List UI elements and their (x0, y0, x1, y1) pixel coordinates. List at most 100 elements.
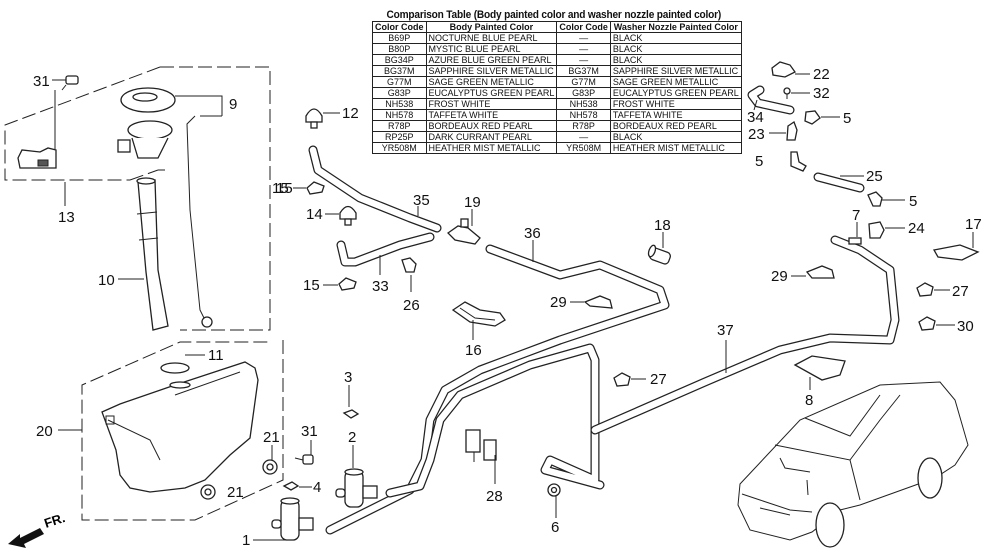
part-5-joint[interactable] (790, 151, 807, 172)
callout-30: 30 (957, 318, 974, 335)
part-4-seal[interactable] (282, 481, 300, 491)
callout-37: 37 (717, 322, 734, 339)
part-12-washer-nozzle[interactable] (305, 108, 323, 129)
cell-nozzle-color-code: — (556, 131, 611, 143)
part-13-bracket[interactable] (17, 147, 57, 169)
hose-inner-loop[interactable] (385, 343, 605, 498)
part-9-cap[interactable] (117, 87, 176, 159)
part-8-pad[interactable] (793, 355, 846, 381)
cell-body-color: DARK CURRANT PEARL (425, 131, 558, 143)
part-24-check-valve[interactable] (868, 221, 885, 239)
part-31-bolt[interactable] (294, 454, 314, 465)
part-29-clip[interactable] (805, 265, 835, 279)
cell-body-color-code: G77M (372, 76, 427, 88)
callout-22: 22 (813, 66, 830, 83)
filler-group-outline (4, 66, 271, 331)
part-20-tank[interactable] (101, 361, 259, 493)
part-15-cap[interactable] (306, 181, 325, 195)
callout-20: 20 (36, 423, 53, 440)
cell-body-color-code: G83P (372, 87, 427, 99)
vehicle-illustration (737, 381, 969, 548)
tank-group-outline (81, 340, 284, 521)
part-29-clip[interactable] (583, 295, 613, 309)
part-22-nozzle[interactable] (771, 61, 796, 78)
callout-17: 17 (965, 216, 982, 233)
cell-body-color-code: BG37M (372, 65, 427, 77)
part-19-joint[interactable] (446, 218, 481, 245)
hose-37[interactable] (590, 235, 900, 435)
cell-body-color-code: BG34P (372, 54, 427, 66)
cell-nozzle-color-code: NH578 (556, 109, 611, 121)
callout-35: 35 (413, 192, 430, 209)
part-6-grommet[interactable] (547, 483, 561, 497)
part-27-clip[interactable] (613, 372, 631, 387)
hose-33[interactable] (336, 232, 435, 267)
callout-16: 16 (465, 342, 482, 359)
part-31-bolt[interactable] (61, 75, 79, 91)
cell-body-color: EUCALYPTUS GREEN PEARL (425, 87, 558, 99)
part-3-seal[interactable] (342, 409, 360, 419)
cell-nozzle-color-code: — (556, 54, 611, 66)
cell-nozzle-color-code: YR508M (556, 142, 611, 154)
cell-body-color-code: B69P (372, 32, 427, 44)
callout-6: 6 (551, 519, 559, 536)
part-5-joint[interactable] (867, 191, 883, 207)
callout-23: 23 (748, 126, 765, 143)
callout-12: 12 (342, 105, 359, 122)
callout-24: 24 (908, 220, 925, 237)
callout-9: 9 (229, 96, 237, 113)
cell-nozzle-color: EUCALYPTUS GREEN PEARL (609, 87, 742, 99)
cell-nozzle-color-code: BG37M (556, 65, 611, 77)
cell-nozzle-color: TAFFETA WHITE (609, 109, 742, 121)
cell-body-color: HEATHER MIST METALLIC (425, 142, 558, 154)
callout-5: 5 (909, 193, 917, 210)
callout-14: 14 (306, 206, 323, 223)
strap (186, 115, 207, 323)
callout-10: 10 (98, 272, 115, 289)
callout-19: 19 (464, 194, 481, 211)
hose-35[interactable] (308, 145, 442, 233)
callout-15: 15 (276, 180, 293, 197)
part-7-joint[interactable] (848, 237, 862, 245)
cell-nozzle-color: HEATHER MIST METALLIC (609, 142, 742, 154)
callout-4: 4 (313, 479, 321, 496)
hose-25[interactable] (813, 172, 865, 193)
part-21-grommet[interactable] (262, 459, 278, 475)
part-10-filler-neck[interactable] (136, 177, 169, 331)
part-15-cap[interactable] (338, 277, 357, 291)
part-27-clip[interactable] (916, 282, 934, 297)
part-18-grommet[interactable] (647, 244, 671, 265)
cell-body-color-code: NH538 (372, 98, 427, 110)
hose-34[interactable] (747, 85, 795, 115)
callout-34: 34 (747, 109, 764, 126)
part-26-clip[interactable] (401, 257, 417, 273)
callout-29: 29 (550, 294, 567, 311)
part-1-washer-pump[interactable] (271, 497, 314, 541)
cell-nozzle-color: BLACK (609, 54, 742, 66)
part-28-bracket[interactable] (465, 429, 497, 462)
part-2-washer-pump[interactable] (335, 468, 378, 508)
part-21-grommet[interactable] (200, 484, 216, 500)
part-32-screw[interactable] (783, 87, 791, 99)
part-30-clip[interactable] (918, 316, 936, 331)
part-16-holder[interactable] (451, 301, 506, 327)
cell-nozzle-color: FROST WHITE (609, 98, 742, 110)
header-color-code: Color Code (372, 21, 427, 33)
part-17-pad[interactable] (932, 244, 980, 261)
callout-2: 2 (348, 429, 356, 446)
part-5-joint[interactable] (804, 110, 821, 125)
front-arrow-icon (8, 528, 44, 548)
cell-nozzle-color-code: G83P (556, 87, 611, 99)
cell-body-color: MYSTIC BLUE PEARL (425, 43, 558, 55)
cell-body-color-code: R78P (372, 120, 427, 132)
cell-body-color-code: NH578 (372, 109, 427, 121)
part-23-check-valve[interactable] (786, 121, 798, 141)
header-nozzle-color: Washer Nozzle Painted Color (609, 21, 742, 33)
part-14-washer-nozzle[interactable] (339, 205, 357, 226)
